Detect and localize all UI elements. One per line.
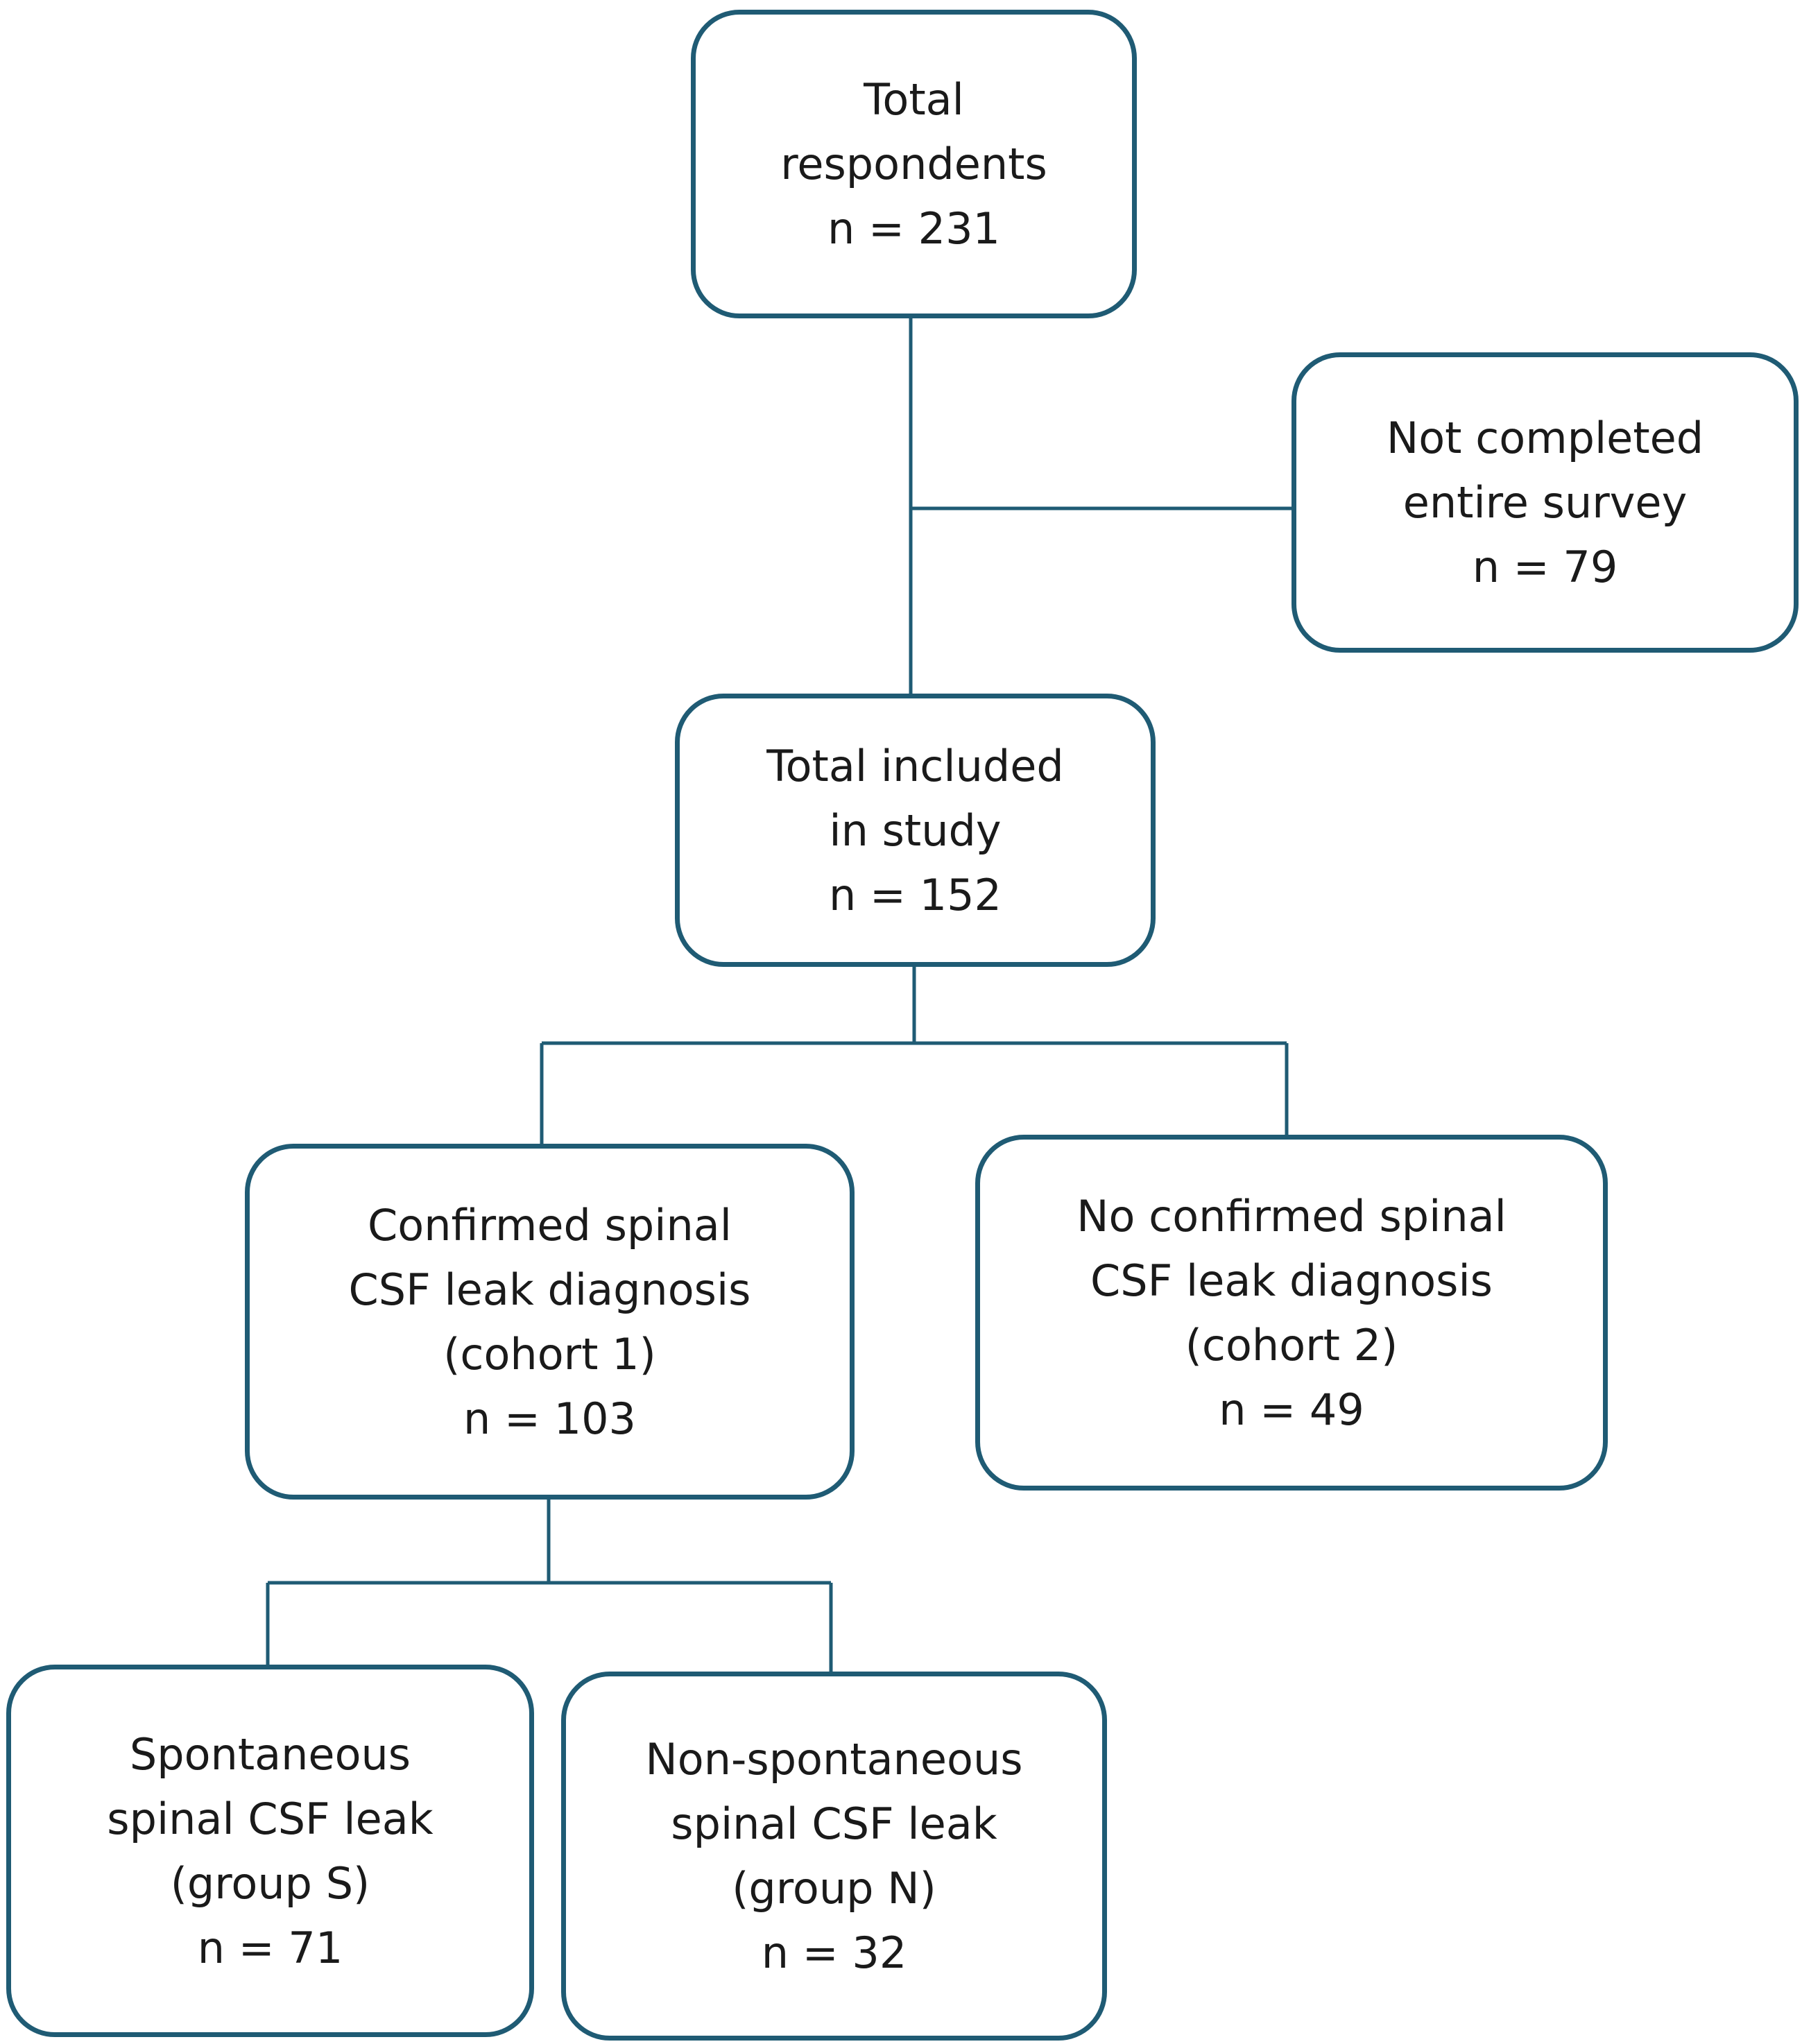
box-line: Not completed (1386, 413, 1704, 463)
box-cohort-2: No confirmed spinal CSF leak diagnosis (… (975, 1135, 1608, 1491)
box-line: Non-spontaneous (645, 1734, 1023, 1785)
box-count: n = 152 (829, 869, 1002, 920)
box-line: CSF leak diagnosis (348, 1264, 751, 1315)
box-line: (cohort 2) (1185, 1319, 1398, 1371)
box-line: Total (864, 74, 964, 125)
box-count: n = 103 (463, 1393, 636, 1444)
box-line: Total included (766, 740, 1064, 791)
box-line: (cohort 1) (443, 1328, 656, 1380)
box-line: CSF leak diagnosis (1090, 1255, 1493, 1306)
box-not-completed: Not completed entire survey n = 79 (1292, 352, 1799, 653)
box-count: n = 49 (1219, 1384, 1364, 1435)
box-line: respondents (780, 139, 1047, 189)
box-cohort-1: Confirmed spinal CSF leak diagnosis (coh… (245, 1144, 855, 1500)
box-line: No confirmed spinal (1076, 1190, 1507, 1242)
box-line: in study (829, 805, 1002, 856)
box-line: spinal CSF leak (671, 1798, 997, 1849)
box-count: n = 32 (761, 1927, 907, 1978)
box-group-s: Spontaneous spinal CSF leak (group S) n … (6, 1665, 534, 2037)
box-total-respondents: Total respondents n = 231 (691, 10, 1137, 318)
box-line: spinal CSF leak (107, 1793, 434, 1844)
box-line: entire survey (1402, 477, 1688, 528)
box-count: n = 231 (827, 203, 1000, 254)
box-line: Confirmed spinal (368, 1199, 732, 1251)
box-line: (group N) (732, 1863, 936, 1914)
box-count: n = 79 (1472, 542, 1618, 592)
box-line: Spontaneous (129, 1728, 411, 1780)
box-line: (group S) (170, 1857, 370, 1909)
box-total-included: Total included in study n = 152 (675, 694, 1156, 967)
box-group-n: Non-spontaneous spinal CSF leak (group N… (561, 1672, 1107, 2041)
box-count: n = 71 (197, 1922, 343, 1973)
